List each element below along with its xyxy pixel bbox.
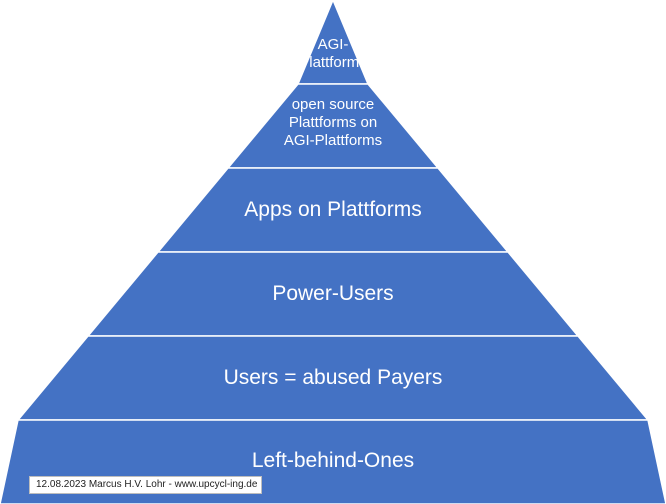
tier-3-label: Apps on Plattforms bbox=[244, 198, 422, 221]
tier-5-label: Users = abused Payers bbox=[223, 366, 443, 389]
tier-2-label: open source Plattforms on AGI-Plattforms bbox=[283, 96, 383, 149]
tier-4-label: Power-Users bbox=[272, 282, 394, 305]
credit-text: 12.08.2023 Marcus H.V. Lohr - www.upcycl… bbox=[36, 479, 258, 490]
tier-6-label: Left-behind-Ones bbox=[251, 449, 415, 472]
tier-1-label: AGI- Plattforms bbox=[299, 36, 367, 71]
credit-box: 12.08.2023 Marcus H.V. Lohr - www.upcycl… bbox=[29, 476, 262, 494]
